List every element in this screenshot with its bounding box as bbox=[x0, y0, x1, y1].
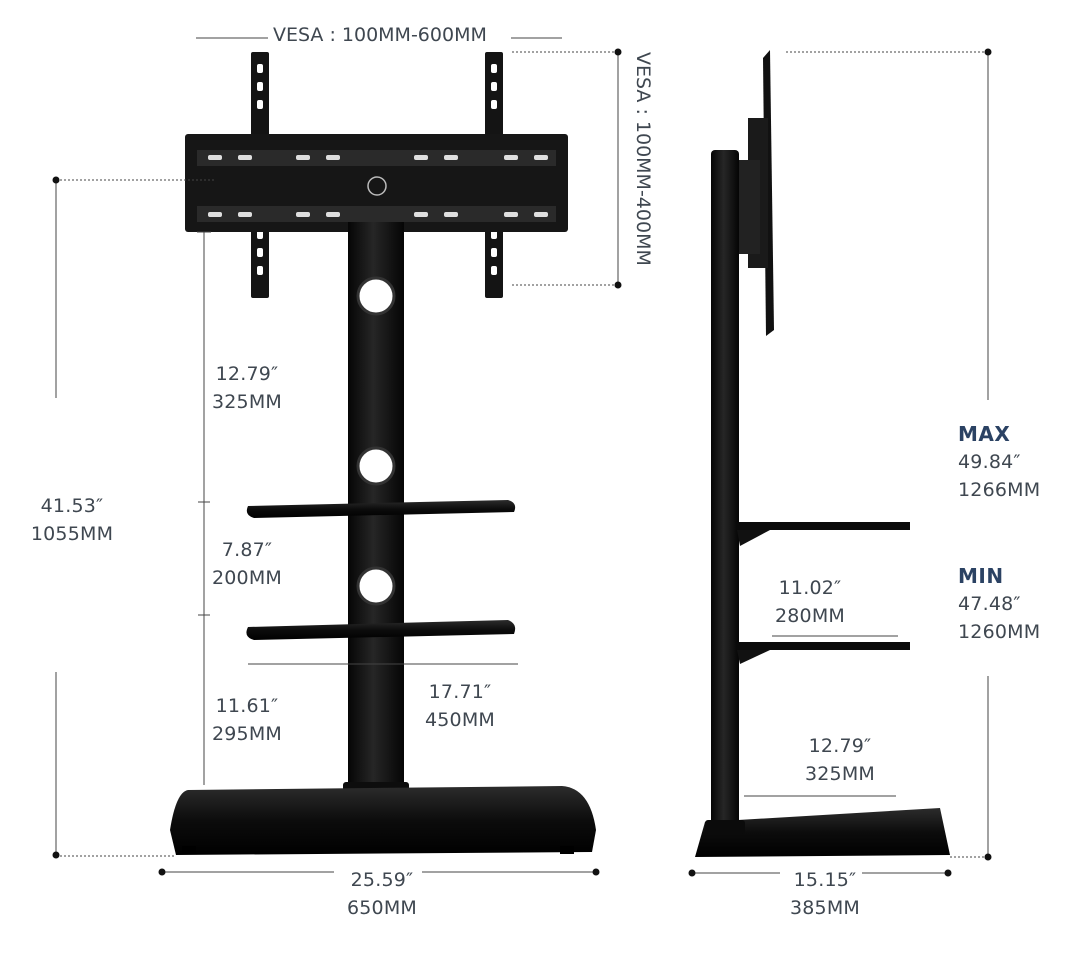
mount-to-shelf-inch: 12.79″ bbox=[215, 363, 279, 385]
total-height-label: 41.53″ 1055MM bbox=[31, 492, 113, 548]
glass-base-front bbox=[170, 786, 596, 855]
base-width-label: 25.59″ 650MM bbox=[347, 866, 417, 922]
shelf-to-base-label: 11.61″ 295MM bbox=[212, 692, 282, 748]
side-view-stand bbox=[695, 50, 950, 857]
shelf-spacing-label: 7.87″ 200MM bbox=[212, 536, 282, 592]
max-height-mm: 1266MM bbox=[958, 479, 1041, 501]
base-width-mm: 650MM bbox=[346, 897, 418, 919]
shelf-width-label: 17.71″ 450MM bbox=[425, 678, 495, 734]
front-view-stand bbox=[170, 52, 596, 855]
side-pole bbox=[711, 150, 739, 826]
cable-hole-3 bbox=[356, 566, 396, 606]
side-shelf-lower bbox=[737, 642, 910, 650]
shelf-width-inch: 17.71″ bbox=[428, 681, 492, 703]
shelf-depth-inch: 11.02″ bbox=[778, 577, 842, 599]
side-base bbox=[695, 808, 950, 857]
front-dimension-lines bbox=[55, 37, 619, 873]
shelf-to-base-inch: 11.61″ bbox=[215, 695, 279, 717]
total-height-inch: 41.53″ bbox=[40, 495, 104, 517]
shelf-spacing-inch: 7.87″ bbox=[221, 539, 273, 561]
total-height-mm: 1055MM bbox=[30, 523, 114, 545]
shelf-depth-label: 11.02″ 280MM bbox=[775, 574, 845, 630]
base-depth-inner-mm: 325MM bbox=[804, 763, 876, 785]
max-height-inch: 49.84″ bbox=[958, 451, 1021, 473]
glass-shelf-upper bbox=[246, 500, 516, 518]
brand-logo-badge bbox=[367, 176, 387, 196]
vesa-vertical-label: VESA : 100MM-400MM bbox=[632, 52, 654, 266]
cable-hole-1 bbox=[356, 276, 396, 316]
base-width-inch: 25.59″ bbox=[350, 869, 414, 891]
mount-to-shelf-mm: 325MM bbox=[211, 391, 283, 413]
max-heading: MAX bbox=[958, 422, 1011, 446]
base-depth-inch: 15.15″ bbox=[793, 869, 857, 891]
base-depth-mm: 385MM bbox=[789, 897, 861, 919]
min-height-inch: 47.48″ bbox=[958, 593, 1021, 615]
cable-hole-2 bbox=[356, 446, 396, 486]
max-height-label: MAX 49.84″ 1266MM bbox=[958, 420, 1040, 504]
side-dimension-lines bbox=[692, 51, 989, 874]
shelf-width-mm: 450MM bbox=[424, 709, 496, 731]
glass-shelf-lower bbox=[246, 620, 516, 640]
base-depth-inner-label: 12.79″ 325MM bbox=[805, 732, 875, 788]
base-depth-label: 15.15″ 385MM bbox=[790, 866, 860, 922]
vesa-horizontal-label: VESA : 100MM-600MM bbox=[269, 24, 491, 46]
side-shelf-upper bbox=[737, 522, 910, 530]
shelf-spacing-mm: 200MM bbox=[211, 567, 283, 589]
min-height-mm: 1260MM bbox=[958, 621, 1041, 643]
min-heading: MIN bbox=[958, 564, 1004, 588]
shelf-to-base-mm: 295MM bbox=[211, 723, 283, 745]
min-height-label: MIN 47.48″ 1260MM bbox=[958, 562, 1040, 646]
shelf-depth-mm: 280MM bbox=[774, 605, 846, 627]
mount-to-shelf-label: 12.79″ 325MM bbox=[212, 360, 282, 416]
base-depth-inner-inch: 12.79″ bbox=[808, 735, 872, 757]
